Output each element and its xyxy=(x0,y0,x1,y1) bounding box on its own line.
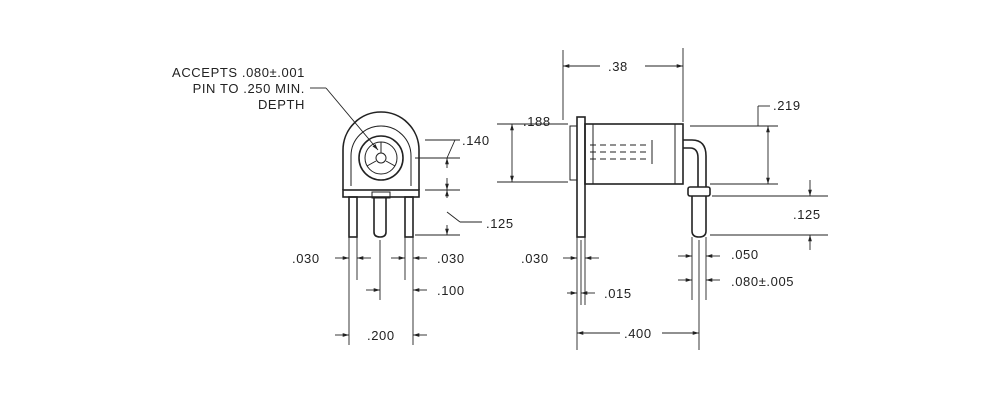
front-dim-100: .100 xyxy=(437,283,465,298)
side-dim-015: .015 xyxy=(604,286,632,301)
front-center-tab xyxy=(371,191,391,199)
dim-leader xyxy=(446,139,456,159)
front-center-pin xyxy=(373,198,387,238)
front-dim-125: .125 xyxy=(486,216,514,231)
front-dim-200: .200 xyxy=(367,328,395,343)
side-front-lip xyxy=(569,125,578,181)
jack-outer-ring xyxy=(358,135,404,181)
side-dim-38: .38 xyxy=(608,59,628,74)
terminal-bend-outer xyxy=(683,139,707,187)
side-dim-188: .188 xyxy=(523,114,551,129)
side-flange xyxy=(576,116,586,238)
terminal-bend-inner xyxy=(683,147,699,187)
socket-contacts xyxy=(366,142,396,167)
front-dim-030-right: .030 xyxy=(437,251,465,266)
side-dim-400: .400 xyxy=(624,326,652,341)
note-line-3: DEPTH xyxy=(258,97,305,112)
front-dim-140: .140 xyxy=(462,133,490,148)
side-view: .38 .188 .219 .125 .030 . xyxy=(497,48,828,350)
terminal-pin xyxy=(691,196,707,238)
note-line-2: PIN TO .250 MIN. xyxy=(193,81,305,96)
side-dim-125: .125 xyxy=(793,207,821,222)
terminal-collar xyxy=(687,186,711,197)
side-dim-030: .030 xyxy=(521,251,549,266)
front-view: .140 .125 .030 .030 .100 .200 xyxy=(292,111,514,345)
side-dim-050: .050 xyxy=(731,247,759,262)
dim-leader xyxy=(446,211,461,223)
hidden-bore-lines xyxy=(590,144,650,160)
side-dim-080: .080±.005 xyxy=(731,274,794,289)
note-callout: ACCEPTS .080±.001 PIN TO .250 MIN. DEPTH xyxy=(172,65,379,151)
side-dim-219: .219 xyxy=(773,98,801,113)
front-dim-030-left: .030 xyxy=(292,251,320,266)
pin-socket xyxy=(375,152,387,164)
front-left-leg xyxy=(348,196,358,238)
front-body-inner xyxy=(350,125,412,186)
front-body-outline xyxy=(342,111,420,190)
front-base xyxy=(342,189,420,198)
front-right-leg xyxy=(404,196,414,238)
note-leader-arrow xyxy=(325,87,379,151)
note-line-1: ACCEPTS .080±.001 xyxy=(172,65,305,80)
side-body xyxy=(584,123,684,185)
